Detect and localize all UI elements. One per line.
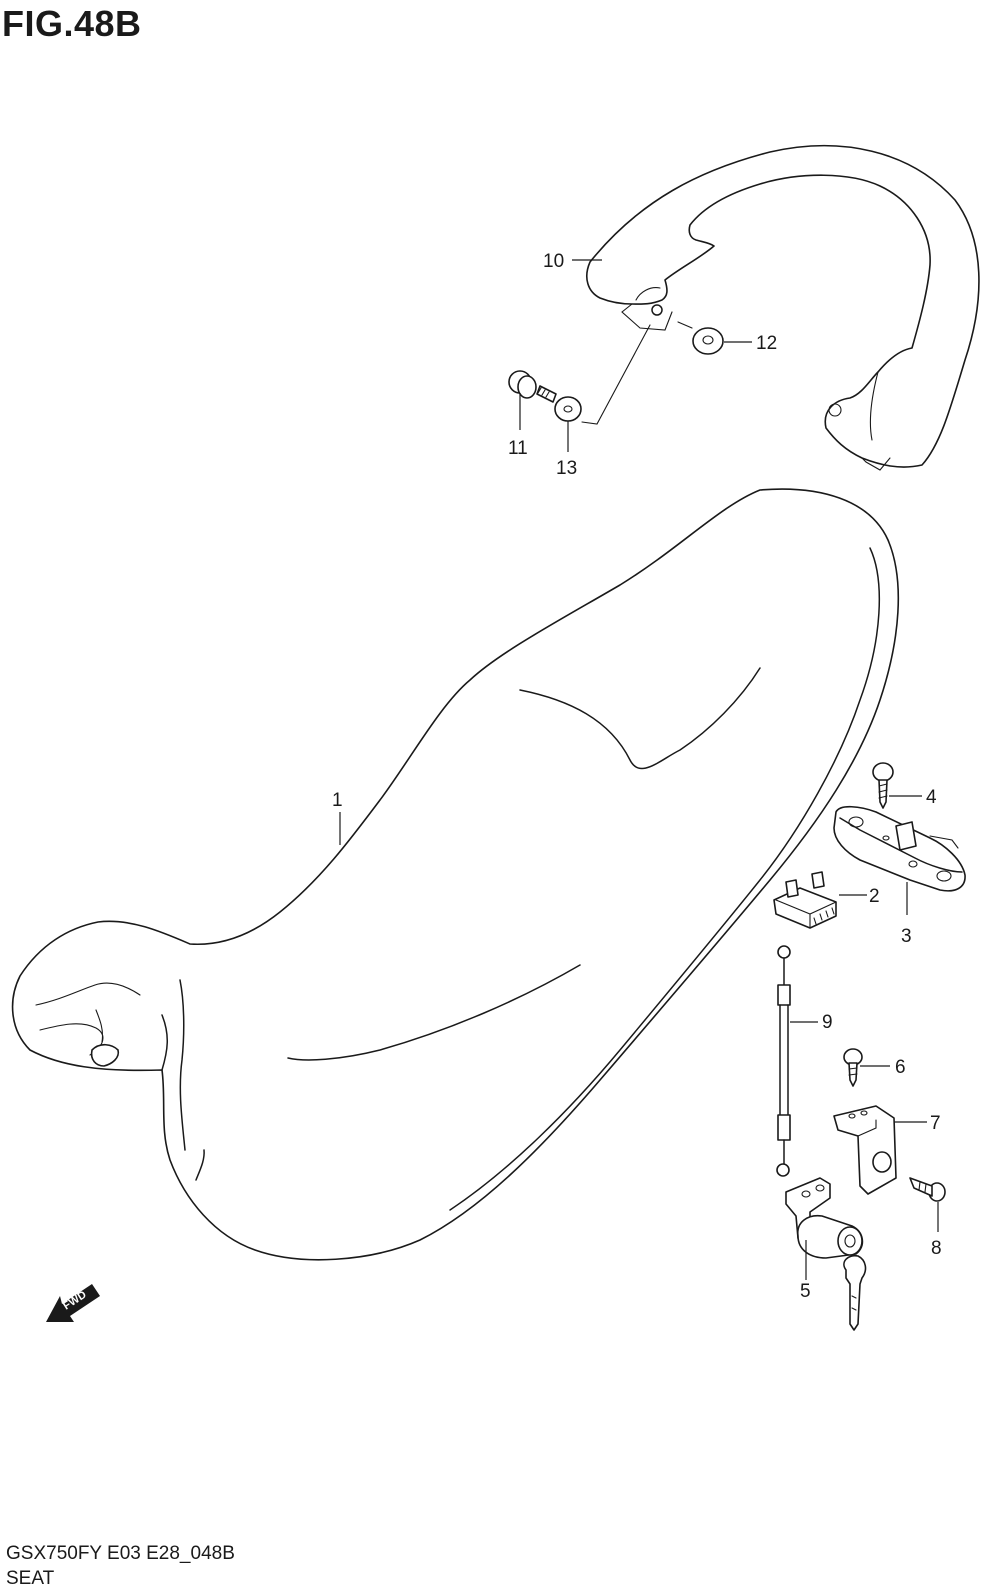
screw-6[interactable] [843,1048,863,1087]
leader-lines [339,259,939,1280]
callout-5: 5 [800,1281,811,1302]
section-name: SEAT [6,1568,55,1589]
seat-lock[interactable] [785,1177,864,1259]
callout-11: 11 [508,438,528,459]
callout-13: 13 [556,458,577,479]
seat-lock-cable[interactable] [776,945,791,1177]
callout-8: 8 [931,1238,942,1259]
key[interactable] [843,1254,867,1331]
callout-10: 10 [543,251,564,272]
callout-6: 6 [895,1057,906,1078]
callout-9: 9 [822,1012,833,1033]
callout-2: 2 [869,886,880,907]
screw-8[interactable] [909,1177,946,1202]
cushion-rubber[interactable] [773,871,837,929]
seat[interactable] [11,488,900,1261]
figure-title: FIG.48B [2,3,142,44]
washer[interactable] [554,396,582,422]
bolt[interactable] [508,370,557,403]
callout-3: 3 [901,926,912,947]
cable-bracket[interactable] [833,1105,897,1195]
callout-1: 1 [332,790,343,811]
screw-4[interactable] [872,762,894,809]
alignment-line [581,324,651,425]
grab-handle[interactable] [586,144,980,471]
fwd-arrow-icon: FWD [46,1284,100,1322]
callout-7: 7 [930,1113,941,1134]
alignment-line-nut [677,321,693,329]
lock-bracket[interactable] [833,805,966,892]
callout-12: 12 [756,333,777,354]
model-code: GSX750FY E03 E28_048B [6,1543,235,1564]
callout-4: 4 [926,787,937,808]
nut[interactable] [692,327,724,355]
